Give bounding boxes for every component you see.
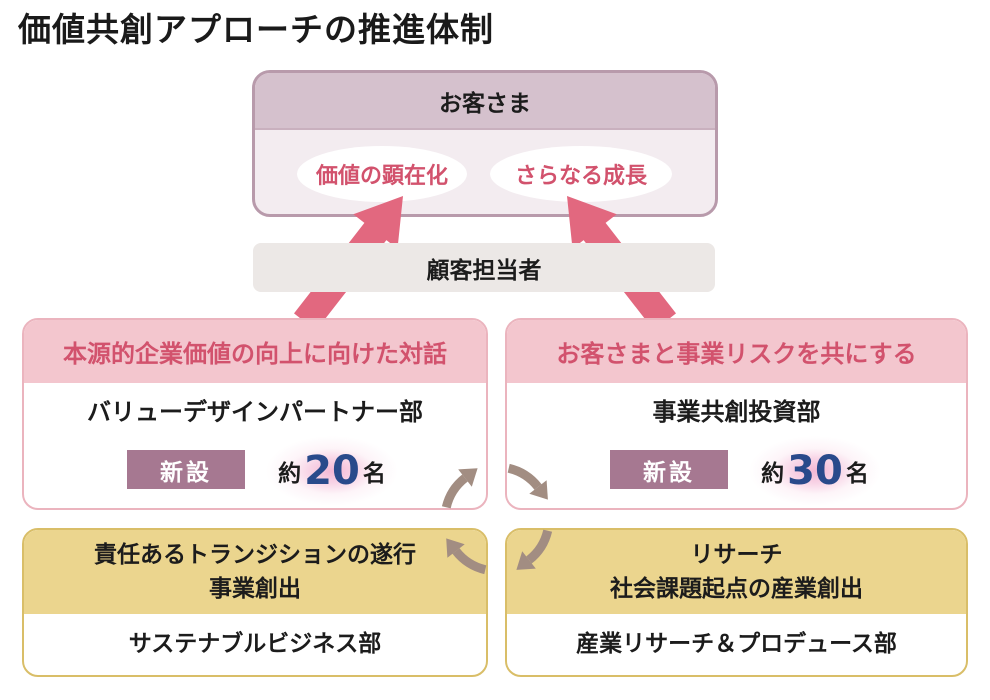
headcount: 約 30 名 xyxy=(749,436,881,506)
account-manager-box: 顧客担当者 xyxy=(253,243,715,292)
customer-outcomes: 価値の顕在化 さらなる成長 xyxy=(255,130,715,214)
unit-theme: お客さまと事業リスクを共にする xyxy=(507,320,966,383)
department-name: サステナブルビジネス部 xyxy=(128,631,382,657)
department-name: バリューデザインパートナー部 xyxy=(87,398,423,426)
department-name: 事業共創投資部 xyxy=(652,398,821,426)
headcount-value: 20 xyxy=(304,448,360,494)
unit-theme-line: 事業創出 xyxy=(209,576,301,602)
unit-theme: リサーチ 社会課題起点の産業創出 xyxy=(507,530,966,614)
outcome-value-visualization: 価値の顕在化 xyxy=(297,146,467,202)
industry-research-produce-unit: リサーチ 社会課題起点の産業創出 産業リサーチ＆プロデュース部 xyxy=(505,528,968,677)
headcount-prefix: 約 xyxy=(761,461,785,487)
business-co-creation-investment-unit: お客さまと事業リスクを共にする 事業共創投資部 新設 約 30 名 xyxy=(505,318,968,510)
new-badge: 新設 xyxy=(610,450,728,489)
diagram-title: 価値共創アプローチの推進体制 xyxy=(18,10,494,49)
headcount-value: 30 xyxy=(787,448,843,494)
headcount-prefix: 約 xyxy=(278,461,302,487)
unit-theme: 本源的企業価値の向上に向けた対話 xyxy=(24,320,486,383)
unit-body: バリューデザインパートナー部 新設 約 20 名 xyxy=(24,383,486,507)
sustainable-business-unit: 責任あるトランジションの遂行 事業創出 サステナブルビジネス部 xyxy=(22,528,488,677)
value-design-partner-unit: 本源的企業価値の向上に向けた対話 バリューデザインパートナー部 新設 約 20 … xyxy=(22,318,488,510)
unit-theme-line: 社会課題起点の産業創出 xyxy=(610,576,863,602)
unit-body: 事業共創投資部 新設 約 30 名 xyxy=(507,383,966,507)
headcount-unit: 名 xyxy=(845,461,869,487)
department-name: 産業リサーチ＆プロデュース部 xyxy=(576,631,897,657)
unit-theme-line: リサーチ xyxy=(690,542,783,568)
headcount: 約 20 名 xyxy=(266,436,398,506)
new-badge: 新設 xyxy=(127,450,245,489)
outcome-further-growth: さらなる成長 xyxy=(490,146,672,202)
customer-label: お客さま xyxy=(255,73,715,130)
customer-box: お客さま 価値の顕在化 さらなる成長 xyxy=(252,70,718,217)
unit-theme-line: 責任あるトランジションの遂行 xyxy=(94,542,416,568)
headcount-unit: 名 xyxy=(362,461,386,487)
unit-theme: 責任あるトランジションの遂行 事業創出 xyxy=(24,530,486,614)
